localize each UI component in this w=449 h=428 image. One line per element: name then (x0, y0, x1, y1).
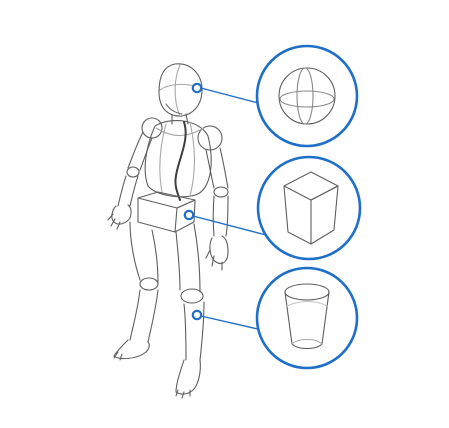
figure-left-arm (108, 132, 152, 229)
callout-circle-cylinder (257, 268, 357, 368)
callout-cylinder (257, 268, 357, 368)
callout-sphere (257, 46, 357, 146)
connector-line-cylinder (201, 316, 262, 330)
figure-right-arm (206, 148, 228, 270)
figure-left-shoulder (142, 118, 162, 138)
connector-line-sphere (201, 88, 262, 104)
callout-cube (258, 157, 360, 259)
anchor-dot-head (193, 84, 201, 92)
callout-connectors (185, 84, 266, 330)
connector-line-cube (193, 216, 266, 235)
figure-torso (145, 121, 211, 200)
figure-left-leg (114, 222, 158, 360)
mannequin-figure (108, 64, 228, 398)
callout-circle-sphere (257, 46, 357, 146)
callout-circle-cube (258, 157, 360, 259)
anchor-dot-pelvis (185, 211, 193, 219)
anchor-dot-lower-leg (193, 311, 201, 319)
